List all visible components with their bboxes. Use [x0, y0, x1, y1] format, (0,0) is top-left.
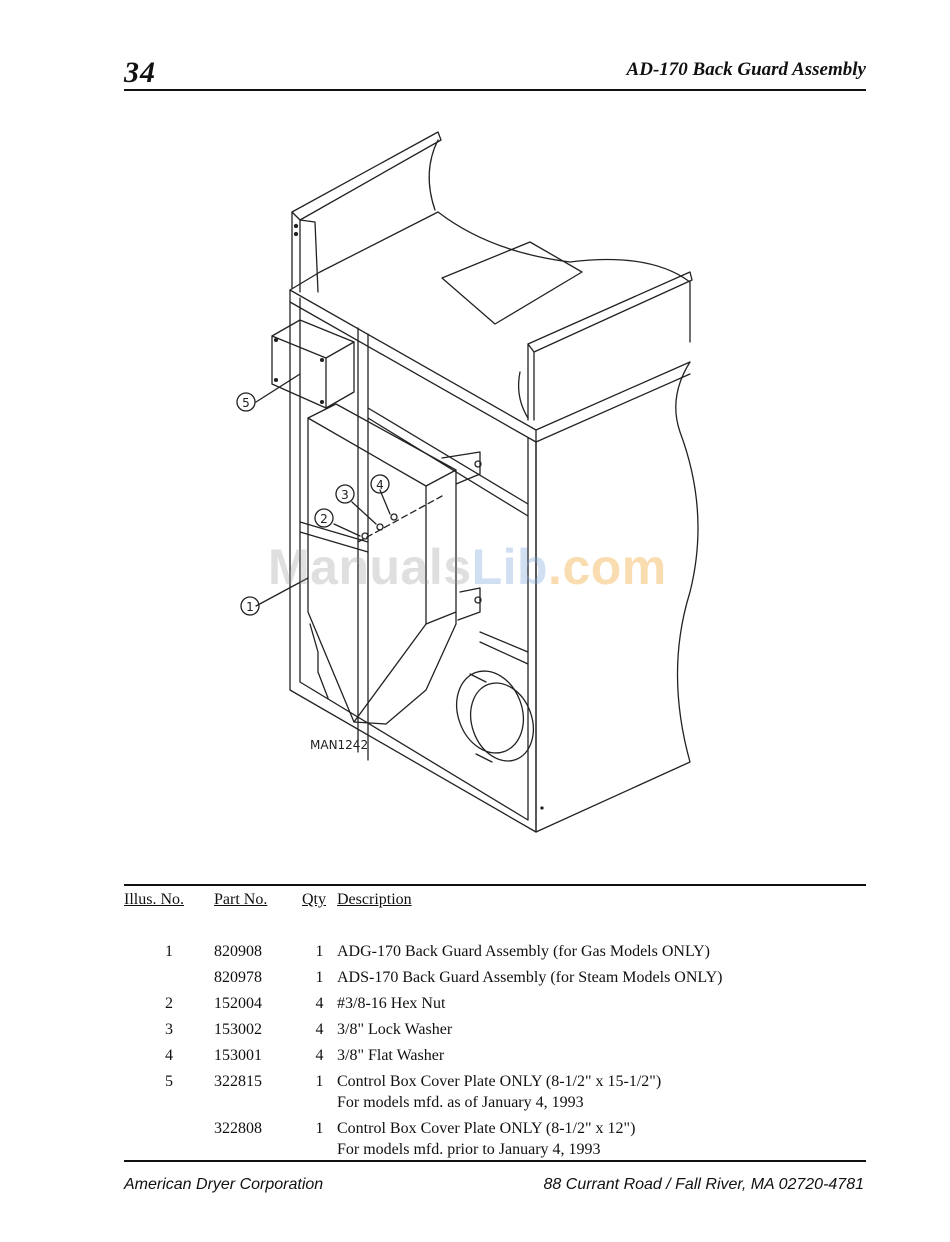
row-illus-no: 2: [165, 995, 173, 1012]
header-part-no: Part No.: [214, 891, 268, 908]
row-description-line-2: For models mfd. prior to January 4, 1993: [337, 1141, 601, 1158]
svg-text:2: 2: [320, 512, 328, 526]
table-row: 2 152004 4 #3/8-16 Hex Nut: [124, 992, 866, 1018]
row-part-no: 322815: [214, 1073, 262, 1090]
row-description-line-2: For models mfd. as of January 4, 1993: [337, 1094, 584, 1111]
diagram-drawing: 5 4 3 2 1 MAN1242: [236, 131, 699, 833]
row-part-no: 153001: [214, 1047, 262, 1064]
row-illus-no: [124, 966, 214, 992]
callout-3: 3: [335, 484, 355, 504]
footer-company: American Dryer Corporation: [124, 1176, 324, 1193]
row-illus-no: 1: [165, 943, 173, 960]
row-qty: 1: [315, 969, 324, 986]
watermark-part-3: .com: [548, 539, 667, 595]
assembly-diagram: 5 4 3 2 1 MAN1242: [190, 112, 730, 842]
watermark-part-2: Lib: [471, 539, 549, 595]
table-row: 5 322815 1 Control Box Cover Plate ONLY …: [124, 1070, 866, 1117]
row-description: Control Box Cover Plate ONLY (8-1/2" x 1…: [337, 1070, 866, 1117]
row-illus-no: 3: [165, 1021, 173, 1038]
row-description-line-1: 3/8" Flat Washer: [337, 1047, 445, 1064]
watermark-part-1: Manuals: [268, 539, 472, 595]
header-qty: Qty: [302, 891, 326, 908]
svg-text:1: 1: [246, 600, 254, 614]
side-panel: [535, 361, 699, 833]
row-part-no: 820908: [214, 943, 262, 960]
drawing-code: MAN1242: [310, 738, 368, 752]
parts-table-header: Illus. No. Part No. Qty Description: [124, 887, 866, 940]
row-description: Control Box Cover Plate ONLY (8-1/2" x 1…: [337, 1117, 866, 1164]
row-part-no: 820978: [214, 969, 262, 986]
footer-rule: [124, 1160, 866, 1162]
callout-2: 2: [314, 508, 334, 528]
footer-address: 88 Currant Road / Fall River, MA 02720-4…: [543, 1176, 864, 1193]
row-description-line-1: #3/8-16 Hex Nut: [337, 995, 446, 1012]
table-top-rule: [124, 884, 866, 886]
callout-1: 1: [240, 596, 260, 616]
top-plate: [441, 241, 583, 325]
svg-text:3: 3: [341, 488, 349, 502]
header-description: Description: [337, 891, 412, 908]
row-part-no: 322808: [214, 1120, 262, 1137]
table-row: 1 820908 1 ADG-170 Back Guard Assembly (…: [124, 940, 866, 966]
row-illus-no: 4: [165, 1047, 173, 1064]
svg-text:5: 5: [242, 396, 250, 410]
table-row: 322808 1 Control Box Cover Plate ONLY (8…: [124, 1117, 866, 1164]
watermark: ManualsLib.com: [268, 538, 667, 596]
row-description: 3/8" Lock Washer: [337, 1018, 866, 1044]
row-qty: 1: [315, 1073, 324, 1090]
row-description: #3/8-16 Hex Nut: [337, 992, 866, 1018]
row-qty: 4: [315, 1047, 324, 1064]
row-illus-no: 5: [165, 1073, 173, 1090]
control-box: [271, 319, 355, 409]
row-description-line-1: 3/8" Lock Washer: [337, 1021, 453, 1038]
table-row: 3 153002 4 3/8" Lock Washer: [124, 1018, 866, 1044]
callout-5: 5: [236, 392, 256, 412]
row-description: 3/8" Flat Washer: [337, 1044, 866, 1070]
parts-table: Illus. No. Part No. Qty Description 1 82…: [124, 887, 866, 1164]
header-illus-no: Illus. No.: [124, 891, 184, 908]
back-guard: [307, 403, 457, 725]
header-rule: [124, 89, 866, 91]
callout-4: 4: [370, 474, 390, 494]
row-qty: 1: [315, 1120, 324, 1137]
row-part-no: 152004: [214, 995, 262, 1012]
table-row: 4 153001 4 3/8" Flat Washer: [124, 1044, 866, 1070]
row-illus-no: [124, 1117, 214, 1164]
row-qty: 1: [315, 943, 324, 960]
row-description-line-1: Control Box Cover Plate ONLY (8-1/2" x 1…: [337, 1073, 662, 1090]
page-number: 34: [124, 56, 156, 89]
row-description-line-1: Control Box Cover Plate ONLY (8-1/2" x 1…: [337, 1120, 636, 1137]
row-description: ADS-170 Back Guard Assembly (for Steam M…: [337, 966, 866, 992]
row-description-line-1: ADG-170 Back Guard Assembly (for Gas Mod…: [337, 943, 710, 960]
row-qty: 4: [315, 995, 324, 1012]
table-row: 820978 1 ADS-170 Back Guard Assembly (fo…: [124, 966, 866, 992]
row-qty: 4: [315, 1021, 324, 1038]
row-description: ADG-170 Back Guard Assembly (for Gas Mod…: [337, 940, 866, 966]
svg-text:4: 4: [376, 478, 384, 492]
row-description-line-1: ADS-170 Back Guard Assembly (for Steam M…: [337, 969, 723, 986]
page-header-title: AD-170 Back Guard Assembly: [626, 59, 866, 80]
row-part-no: 153002: [214, 1021, 262, 1038]
top-rail: [291, 131, 442, 221]
round-duct: [456, 670, 524, 754]
top-panel: [319, 211, 691, 343]
